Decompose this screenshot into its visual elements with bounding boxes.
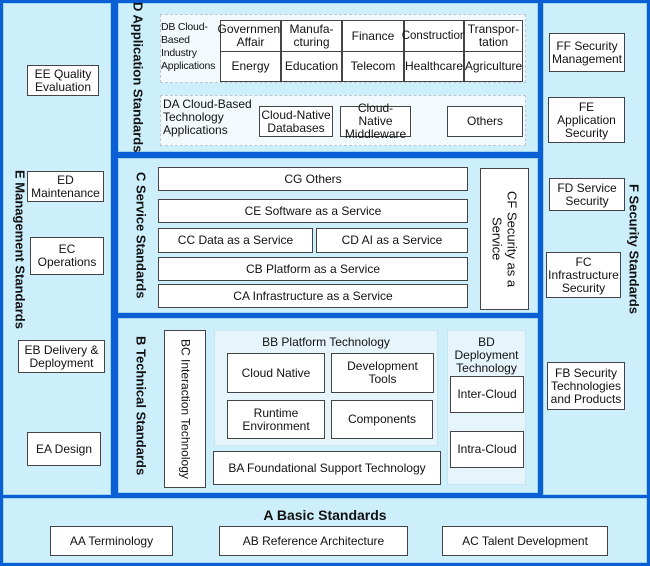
f-item-fd[interactable]: FD Service Security <box>549 178 625 211</box>
f-item-fc[interactable]: FC Infrastructure Security <box>546 252 621 298</box>
da-cell[interactable]: Cloud-Native Middleware <box>340 102 411 141</box>
da-label: DA Cloud-Based Technology Applications <box>163 97 252 137</box>
a-item-ac[interactable]: AC Talent Development <box>442 526 608 556</box>
db-cell[interactable]: Energy <box>220 51 281 82</box>
db-cell[interactable]: Education <box>281 51 342 82</box>
c-item-cc[interactable]: CC Data as a Service <box>158 228 313 253</box>
db-cell[interactable]: Manufa-cturing <box>281 20 342 52</box>
db-cell[interactable]: Government Affair <box>217 20 284 52</box>
e-item-ec[interactable]: EC Operations <box>30 237 104 275</box>
d-panel-title: D Application Standards <box>130 2 146 153</box>
da-cell[interactable]: Cloud-Native Databases <box>259 106 333 137</box>
bd-label: BD Deployment Technology <box>454 335 519 375</box>
da-cell[interactable]: Others <box>447 106 523 137</box>
e-item-eb[interactable]: EB Delivery & Deployment <box>18 340 105 373</box>
db-cell[interactable]: Telecom <box>342 51 404 82</box>
c-item-cb[interactable]: CB Platform as a Service <box>158 257 468 281</box>
b-panel-title: B Technical Standards <box>133 335 149 476</box>
db-label: DB Cloud-Based Industry Applications <box>161 21 216 72</box>
f-item-fe[interactable]: FE Application Security <box>548 97 625 143</box>
db-cell[interactable]: Agriculture <box>464 51 523 82</box>
bb-cell[interactable]: Development Tools <box>331 353 434 393</box>
e-item-ea[interactable]: EA Design <box>27 432 101 466</box>
bb-cell[interactable]: Components <box>331 400 433 439</box>
c-item-cg[interactable]: CG Others <box>158 167 468 191</box>
e-panel-title: E Management Standards <box>12 169 28 329</box>
b-item-ba[interactable]: BA Foundational Support Technology <box>213 451 441 485</box>
db-cell[interactable]: Transpor-tation <box>464 20 523 52</box>
e-item-ee[interactable]: EE Quality Evaluation <box>27 65 99 96</box>
a-item-ab[interactable]: AB Reference Architecture <box>219 526 408 556</box>
bd-cell[interactable]: Intra-Cloud <box>450 431 524 468</box>
c-item-ca[interactable]: CA Infrastructure as a Service <box>158 284 468 308</box>
f-item-fb[interactable]: FB Security Technologies and Products <box>547 362 625 410</box>
db-cell[interactable]: Healthcare <box>404 51 464 82</box>
c-item-ce[interactable]: CE Software as a Service <box>158 199 468 223</box>
f-item-ff[interactable]: FF Security Management <box>549 33 625 72</box>
c-item-cf[interactable]: CF Security as a Service <box>480 168 529 310</box>
bb-label: BB Platform Technology <box>262 335 390 349</box>
bb-cell[interactable]: Cloud Native <box>227 353 325 393</box>
b-item-bc[interactable]: BC Interaction Technology <box>164 330 206 488</box>
a-item-aa[interactable]: AA Terminology <box>50 526 173 556</box>
a-panel-title: A Basic Standards <box>263 507 387 523</box>
f-security-panel: F Security Standards <box>543 3 647 495</box>
f-panel-title: F Security Standards <box>626 183 642 315</box>
bb-cell[interactable]: Runtime Environment <box>227 400 325 439</box>
db-cell[interactable]: Construction <box>402 20 466 52</box>
db-cell[interactable]: Finance <box>342 20 404 52</box>
c-item-cd[interactable]: CD AI as a Service <box>316 228 468 253</box>
bd-cell[interactable]: Inter-Cloud <box>450 376 524 413</box>
e-item-ed[interactable]: ED Maintenance <box>27 171 104 202</box>
c-panel-title: C Service Standards <box>133 172 149 299</box>
